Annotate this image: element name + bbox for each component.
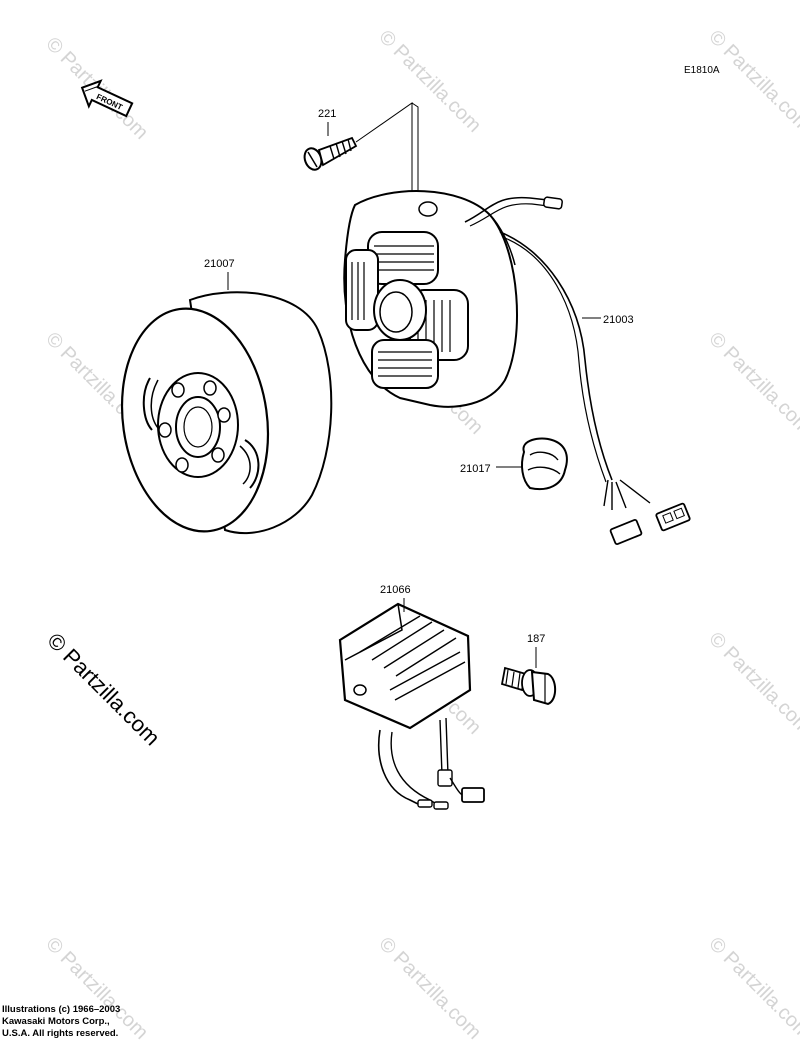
copyright-line-3: U.S.A. All rights reserved. — [2, 1028, 119, 1039]
regulator-21066 — [338, 602, 485, 810]
screw-reference-lines — [355, 102, 419, 210]
front-arrow: FRONT — [80, 79, 134, 118]
grommet-21017 — [521, 437, 568, 490]
part-label-21017: 21017 — [460, 463, 491, 475]
copyright-notice: Illustrations (c) 1966–2003 Kawasaki Mot… — [2, 1004, 120, 1040]
watermark-mid-right: © Partzilla.com — [704, 328, 800, 439]
watermark-bottom-center: © Partzilla.com — [374, 933, 485, 1044]
part-label-21066: 21066 — [380, 584, 411, 596]
stator-21003 — [343, 190, 691, 545]
watermark-top-right: © Partzilla.com — [704, 26, 800, 137]
diagram-code: E1810A — [684, 65, 720, 76]
watermark-group: © Partzilla.com © Partzilla.com © Partzi… — [41, 26, 800, 1044]
bolt-187 — [500, 666, 557, 706]
watermark-bottom-right: © Partzilla.com — [704, 933, 800, 1044]
part-label-187: 187 — [527, 633, 545, 645]
screw-221 — [303, 136, 358, 171]
watermark-top-center: © Partzilla.com — [374, 26, 485, 137]
watermark-low-right: © Partzilla.com — [704, 628, 800, 739]
copyright-line-1: Illustrations (c) 1966–2003 — [2, 1004, 121, 1015]
part-label-221: 221 — [318, 108, 336, 120]
watermark-prominent: © Partzilla.com — [42, 628, 165, 751]
copyright-line-2: Kawasaki Motors Corp., — [2, 1016, 110, 1027]
part-label-21003: 21003 — [603, 314, 634, 326]
part-label-21007: 21007 — [204, 258, 235, 270]
flywheel-21007 — [120, 291, 333, 535]
